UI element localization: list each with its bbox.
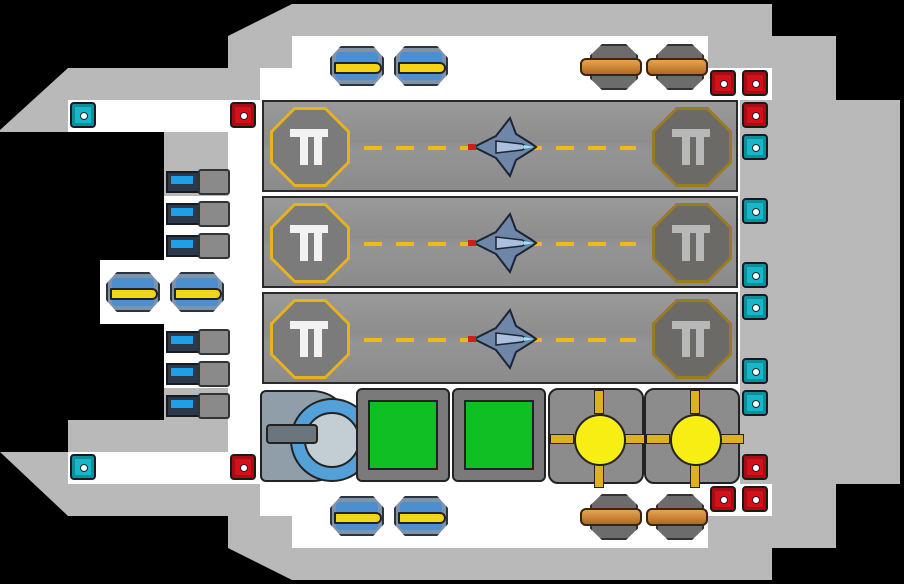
landing-pad-icon [270, 299, 350, 379]
battery-icon[interactable] [164, 358, 230, 387]
red-node-icon[interactable] [230, 102, 256, 128]
fighter-icon[interactable] [466, 306, 538, 372]
cannon-icon[interactable] [580, 490, 642, 540]
reactor-icon[interactable] [548, 388, 648, 488]
missile-pod-icon[interactable] [166, 268, 228, 316]
landing-strip-3[interactable] [262, 292, 738, 384]
hull-white-bottom-left [68, 452, 262, 484]
landing-pad-icon [270, 107, 350, 187]
shield-dome-icon[interactable] [260, 390, 374, 482]
cyan-node-icon[interactable] [742, 358, 768, 384]
hull-gap-mid [0, 164, 164, 260]
red-node-icon[interactable] [742, 454, 768, 480]
landing-strip-1[interactable] [262, 100, 738, 192]
hull-gap-mid2 [0, 324, 164, 420]
red-node-icon[interactable] [710, 70, 736, 96]
cannon-icon[interactable] [580, 40, 642, 90]
fighter-icon[interactable] [466, 210, 538, 276]
missile-pod-icon[interactable] [326, 492, 388, 540]
hull-gap-top [0, 132, 164, 164]
cannon-icon[interactable] [646, 40, 708, 90]
landing-strip-2[interactable] [262, 196, 738, 288]
cyan-node-icon[interactable] [742, 294, 768, 320]
landing-pad-icon [652, 203, 732, 283]
battery-icon[interactable] [164, 166, 230, 195]
red-node-icon[interactable] [230, 454, 256, 480]
missile-pod-icon[interactable] [390, 492, 452, 540]
cyan-node-icon[interactable] [742, 134, 768, 160]
missile-pod-icon[interactable] [390, 42, 452, 90]
green-module-icon[interactable] [452, 388, 546, 482]
red-node-icon[interactable] [710, 486, 736, 512]
battery-icon[interactable] [164, 198, 230, 227]
cyan-node-icon[interactable] [70, 454, 96, 480]
hull-gap-bottom [0, 420, 68, 452]
battery-icon[interactable] [164, 230, 230, 259]
red-node-icon[interactable] [742, 70, 768, 96]
landing-pad-icon [652, 107, 732, 187]
landing-pad-icon [270, 203, 350, 283]
cyan-node-icon[interactable] [742, 198, 768, 224]
landing-pad-icon [652, 299, 732, 379]
reactor-icon[interactable] [644, 388, 744, 488]
battery-icon[interactable] [164, 326, 230, 355]
missile-pod-icon[interactable] [102, 268, 164, 316]
green-module-icon[interactable] [356, 388, 450, 482]
cyan-node-icon[interactable] [70, 102, 96, 128]
red-node-icon[interactable] [742, 102, 768, 128]
missile-pod-icon[interactable] [326, 42, 388, 90]
fighter-icon[interactable] [466, 114, 538, 180]
cyan-node-icon[interactable] [742, 262, 768, 288]
cannon-icon[interactable] [646, 490, 708, 540]
red-node-icon[interactable] [742, 486, 768, 512]
cyan-node-icon[interactable] [742, 390, 768, 416]
battery-icon[interactable] [164, 390, 230, 419]
